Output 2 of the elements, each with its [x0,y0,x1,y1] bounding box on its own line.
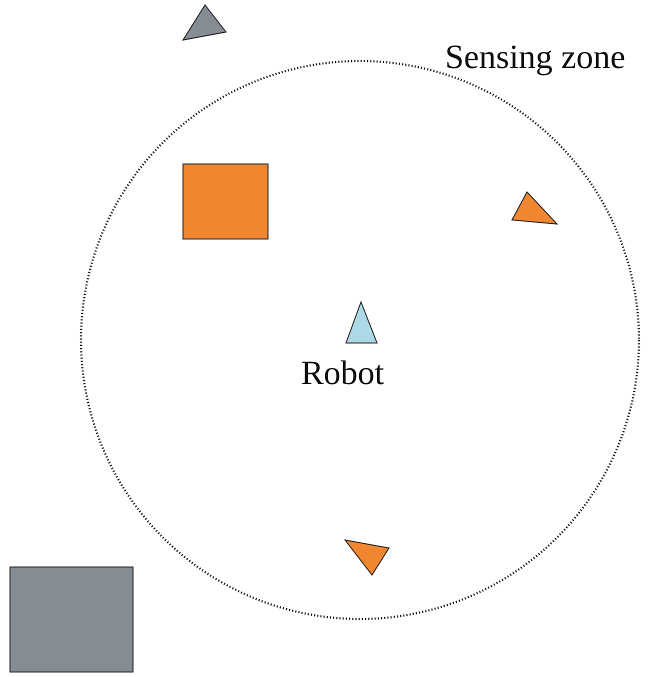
zone-label: Sensing zone [445,40,626,76]
robot-label: Robot [301,356,384,392]
